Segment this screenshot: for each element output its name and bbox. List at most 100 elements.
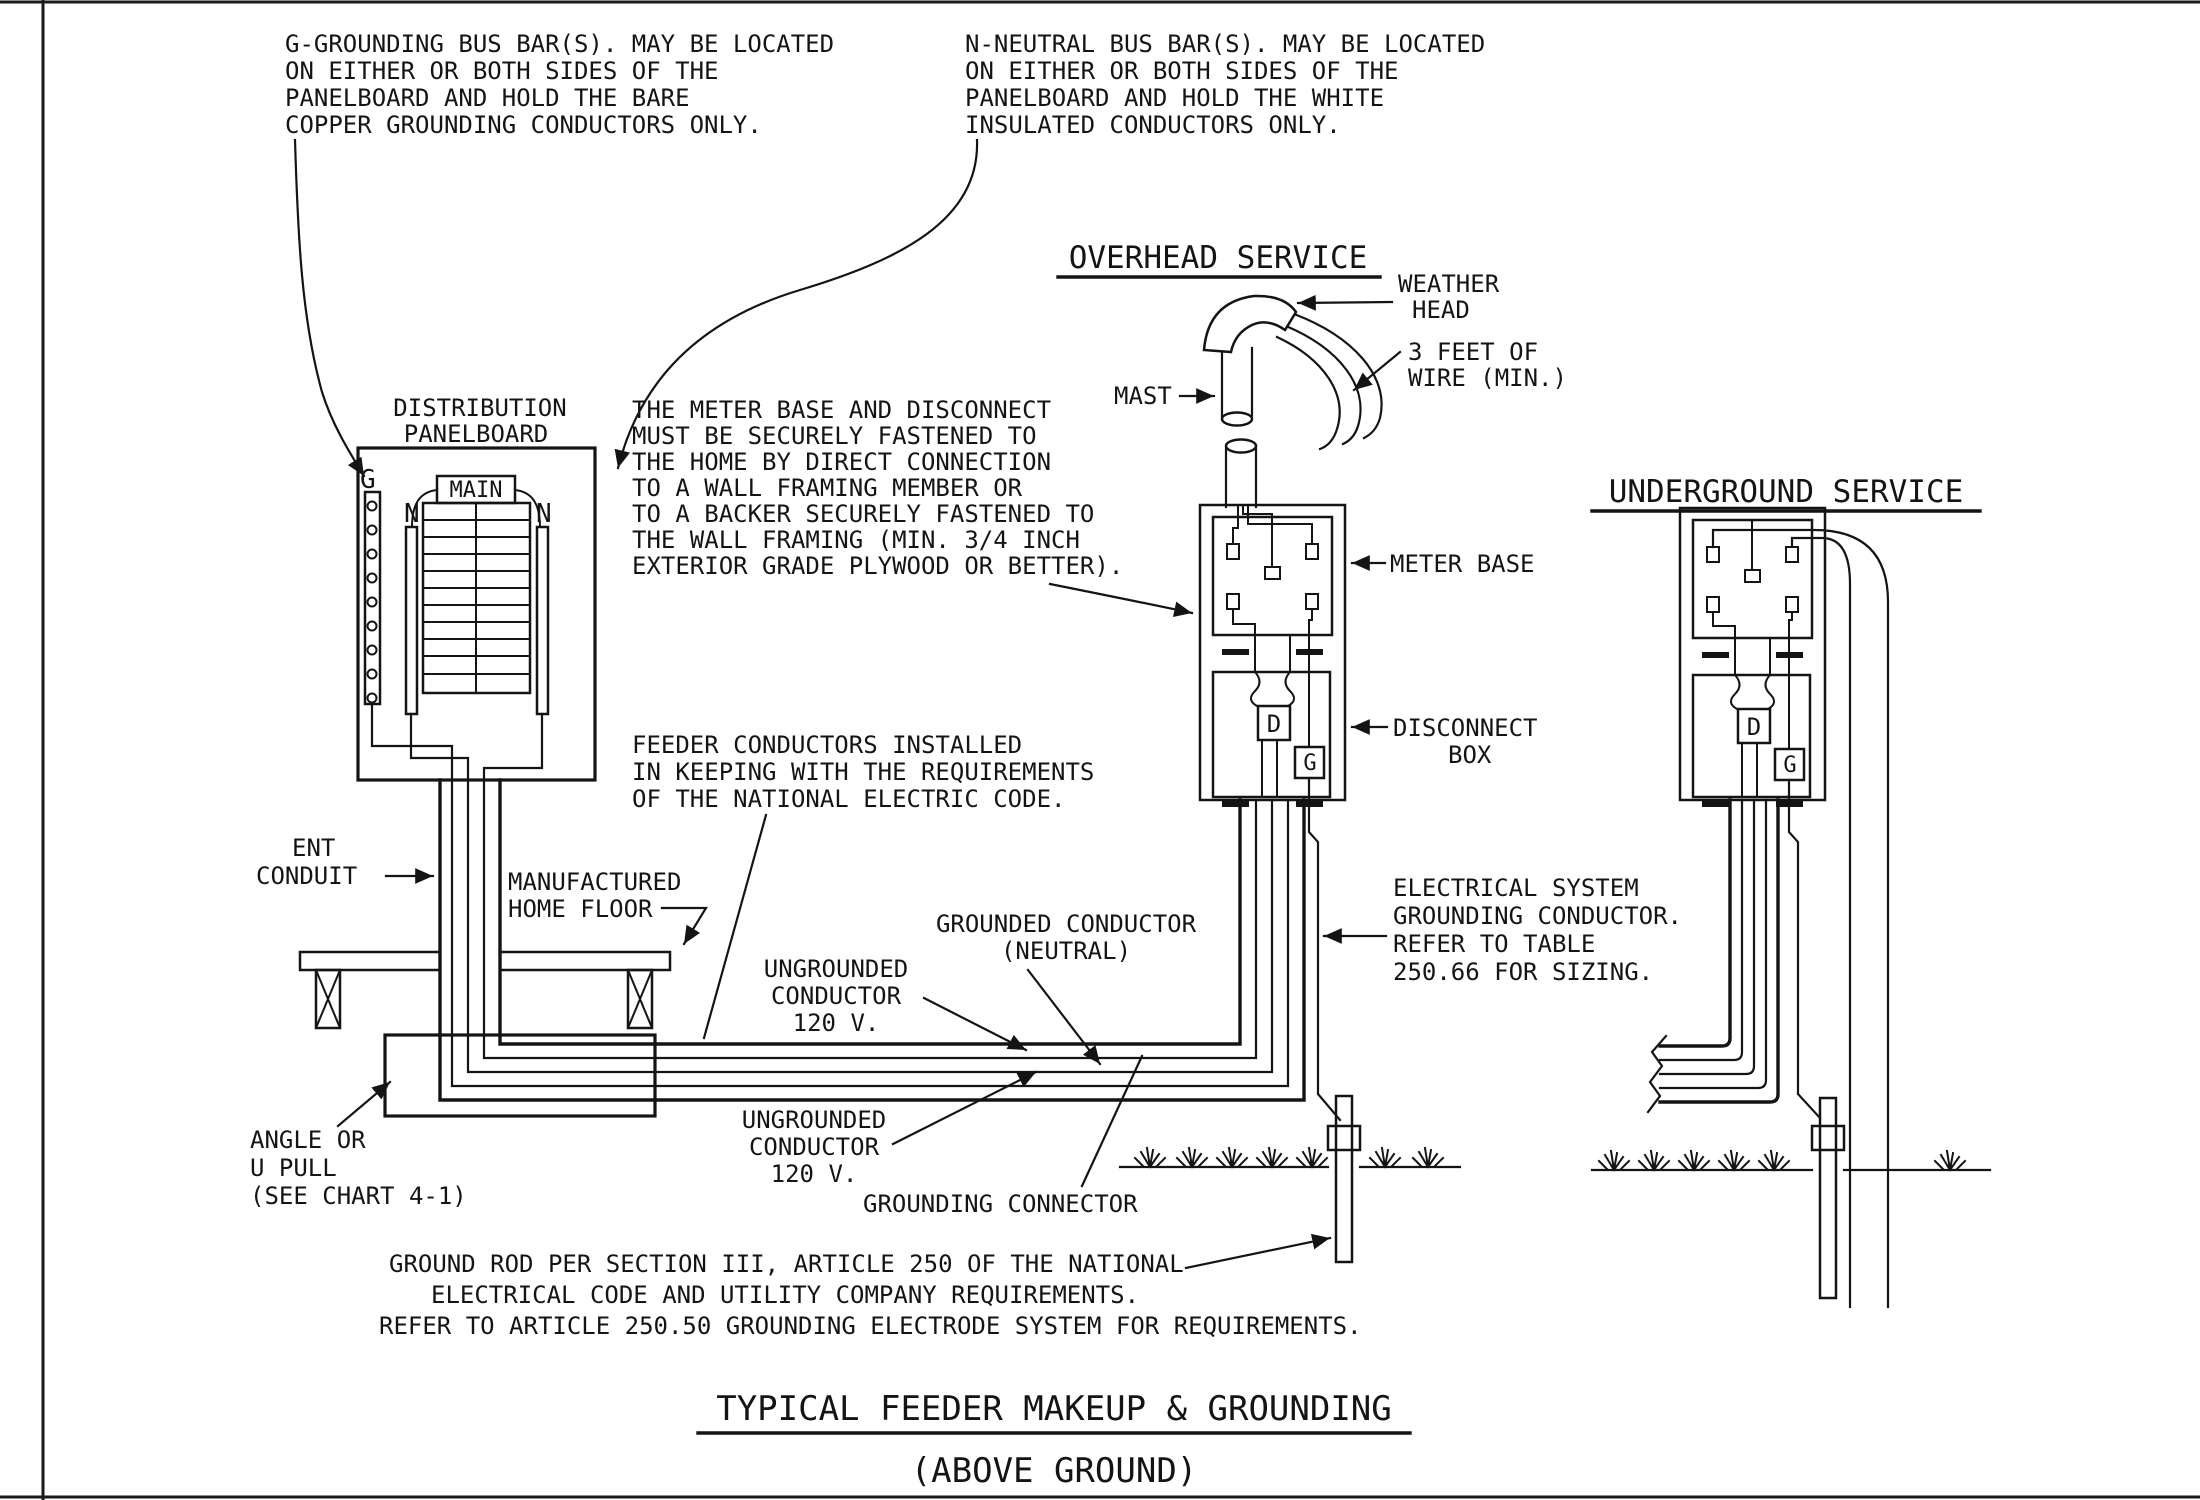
wire-min-label: 3 FEET OF [1408, 338, 1538, 366]
service-lateral-conductor [1711, 528, 1890, 1309]
label-grounded-neutral: GROUNDED CONDUCTOR (NEUTRAL) [936, 910, 1197, 1066]
feeder-conductor [438, 778, 1306, 1102]
leader-wire-min [1352, 350, 1402, 392]
service-enclosure [1678, 506, 1827, 802]
label-wire-min: 3 FEET OF WIRE (MIN.) [1352, 338, 1567, 392]
neutral-bus-bar-left [404, 525, 419, 716]
ungrounded-label: UNGROUNDED [764, 955, 909, 983]
ungrounded-label: CONDUCTOR [771, 982, 902, 1010]
leader-grounded-neutral [1026, 968, 1102, 1066]
mast [1220, 346, 1258, 509]
note-g-bus-line: COPPER GROUNDING CONDUCTORS ONLY. [285, 111, 762, 139]
overhead-meter-assembly: D G [1198, 503, 1347, 807]
distribution-panelboard: DISTRIBUTION PANELBOARD G MAIN N N [356, 394, 597, 782]
label-disconnect-box: DISCONNECT BOX [1350, 714, 1538, 769]
feeder-note-line: OF THE NATIONAL ELECTRIC CODE. [632, 785, 1065, 813]
fastening-note-line: MUST BE SECURELY FASTENED TO [632, 422, 1037, 450]
leader-g-bus [293, 138, 366, 478]
ground-rod-clamp [1810, 1124, 1846, 1152]
disconnect-box-label: DISCONNECT [1393, 714, 1538, 742]
panelboard-wiring [370, 488, 544, 782]
label-ungrounded-bottom: UNGROUNDED CONDUCTOR 120 V. [742, 1070, 1038, 1188]
label-grounding-connector: GROUNDING CONNECTOR [863, 1054, 1144, 1218]
note-feeder: FEEDER CONDUCTORS INSTALLED IN KEEPING W… [632, 731, 1094, 1040]
panelboard-label: PANELBOARD [404, 420, 549, 448]
leader-home-floor [660, 906, 708, 946]
note-n-bus-line: INSULATED CONDUCTORS ONLY. [965, 111, 1341, 139]
title-main: TYPICAL FEEDER MAKEUP & GROUNDING [716, 1389, 1392, 1429]
leader-n-bus [614, 138, 979, 470]
note-g-bus-line: G-GROUNDING BUS BAR(S). MAY BE LOCATED [285, 30, 834, 58]
label-weather-head: WEATHER HEAD [1296, 270, 1500, 324]
service-drop-wires [1275, 312, 1383, 451]
ground-rod-note-line: REFER TO ARTICLE 250.50 GROUNDING ELECTR… [379, 1312, 1362, 1340]
grounding-electrode-conductor [1787, 778, 1822, 1120]
ungrounded-label: 120 V. [793, 1009, 880, 1037]
ungrounded-label: CONDUCTOR [749, 1133, 880, 1161]
disconnect-letter: D [1267, 710, 1281, 738]
grounding-conductor-note: REFER TO TABLE [1393, 930, 1595, 958]
leader-angle-pull [336, 1080, 392, 1128]
ungrounded-label: UNGROUNDED [742, 1106, 887, 1134]
meter-base-label: METER BASE [1390, 550, 1535, 578]
fastening-note-line: THE WALL FRAMING (MIN. 3/4 INCH [632, 526, 1080, 554]
note-meter-fastening: THE METER BASE AND DISCONNECT MUST BE SE… [632, 396, 1194, 618]
wire-min-label: WIRE (MIN.) [1408, 364, 1567, 392]
grade-line [1118, 1147, 1462, 1169]
label-ungrounded-top: UNGROUNDED CONDUCTOR 120 V. [764, 955, 1028, 1052]
feeder-conductor [466, 778, 1274, 1074]
disconnect-box-outline [1691, 673, 1812, 799]
ground-rod-note-line: GROUND ROD PER SECTION III, ARTICLE 250 … [389, 1250, 1184, 1278]
feeder-conductor [498, 778, 1242, 1046]
ent-conduit-label: CONDUIT [256, 862, 357, 890]
ground-rod-note-line: ELECTRICAL CODE AND UTILITY COMPANY REQU… [431, 1281, 1139, 1309]
label-electrical-system: ELECTRICAL SYSTEM GROUNDING CONDUCTOR. R… [1322, 874, 1682, 986]
leader-ground-rod [1184, 1233, 1332, 1270]
ent-conduit-label: ENT [292, 834, 335, 862]
grounding-conductor-note: GROUNDING CONDUCTOR. [1393, 902, 1682, 930]
service-lateral-conductor [1790, 536, 1852, 1309]
note-ground-rod: GROUND ROD PER SECTION III, ARTICLE 250 … [379, 1233, 1362, 1340]
feeder-conductor [482, 778, 1258, 1060]
ground-rod [1810, 1096, 1846, 1300]
leader-fastening-note [1048, 582, 1194, 618]
label-home-floor: MANUFACTURED HOME FLOOR [508, 868, 708, 946]
underground-feeder-bundle [1646, 798, 1780, 1114]
label-mast: MAST [1114, 382, 1216, 410]
pull-box [383, 1033, 657, 1118]
grounding-conductor-note: ELECTRICAL SYSTEM [1393, 874, 1639, 902]
floor-x-brace [626, 968, 654, 1030]
disconnect-box-outline [1211, 670, 1332, 799]
grounding-connector-label: GROUNDING CONNECTOR [863, 1190, 1138, 1218]
overhead-service: OVERHEAD SERVICE [1056, 240, 1462, 1264]
angle-pull-label: ANGLE OR [250, 1126, 366, 1154]
panelboard-enclosure [356, 446, 597, 782]
leader-grounding-connector [1080, 1054, 1144, 1188]
leader-feeder-note [702, 813, 768, 1040]
ground-rod [1326, 1094, 1362, 1264]
disconnect-box-label: BOX [1448, 741, 1492, 769]
title-sub: (ABOVE GROUND) [911, 1451, 1198, 1491]
note-g-bus-line: ON EITHER OR BOTH SIDES OF THE [285, 57, 718, 85]
feeder-note-line: FEEDER CONDUCTORS INSTALLED [632, 731, 1022, 759]
break-symbol [1646, 1034, 1668, 1114]
neutral-bus-bar-right [535, 525, 550, 716]
note-n-bus-line: ON EITHER OR BOTH SIDES OF THE [965, 57, 1398, 85]
fastening-note-line: EXTERIOR GRADE PLYWOOD OR BETTER). [632, 552, 1123, 580]
weather-head-label: HEAD [1412, 296, 1470, 324]
ungrounded-label: 120 V. [771, 1160, 858, 1188]
grounding-bus-letter: G [360, 465, 376, 495]
leader-ungrounded-top [922, 996, 1028, 1052]
leader-weather-head [1296, 294, 1394, 311]
label-meter-base: METER BASE [1350, 550, 1535, 578]
leader-ungrounded-bottom [891, 1070, 1038, 1146]
ground-lug-letter: G [1783, 753, 1796, 778]
grounding-bus-screws [366, 500, 378, 704]
mast-label: MAST [1114, 382, 1172, 410]
grounding-conductor-note: 250.66 FOR SIZING. [1393, 958, 1653, 986]
fastening-note-line: TO A WALL FRAMING MEMBER OR [632, 474, 1023, 502]
underground-meter-assembly: D G [1678, 506, 1890, 1309]
note-n-bus-line: PANELBOARD AND HOLD THE WHITE [965, 84, 1384, 112]
